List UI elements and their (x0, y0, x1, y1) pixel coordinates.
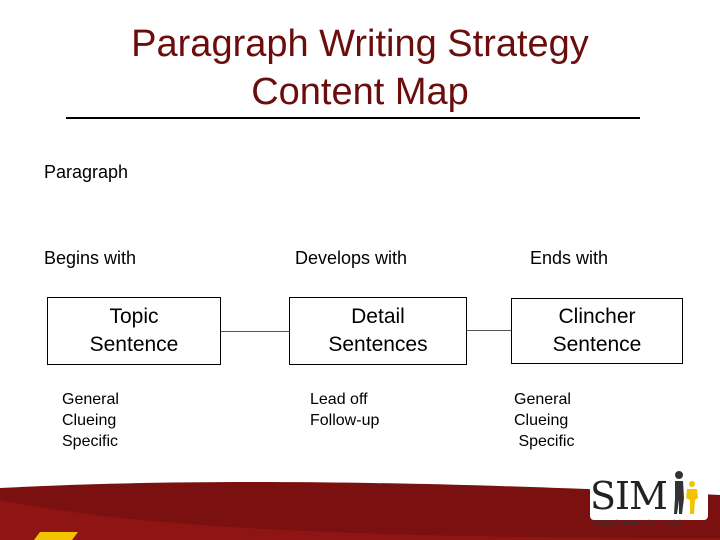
detail-item: General (62, 391, 119, 408)
title-line-2: Content Map (251, 71, 469, 113)
details-topic: General Clueing Specific (62, 389, 119, 452)
box-line: Clincher (558, 305, 636, 328)
logo-text: SIM (590, 474, 668, 518)
box-topic-sentence: Topic Sentence (47, 297, 221, 365)
box-clincher-sentence: Clincher Sentence (511, 298, 683, 364)
footer-band (0, 482, 720, 540)
root-label: Paragraph (44, 162, 129, 182)
detail-item: Clueing (514, 412, 569, 429)
box-detail-sentences: Detail Sentences (289, 297, 467, 365)
detail-item: Clueing (62, 412, 117, 429)
sim-logo: SIM Strategic Instruction Model (590, 462, 708, 540)
detail-item: Lead off (310, 391, 368, 408)
slide-title: Paragraph Writing Strategy Content Map (0, 20, 720, 116)
connector-line (221, 331, 289, 332)
box-line: Detail (351, 305, 405, 328)
details-detail: Lead off Follow-up (310, 389, 379, 431)
detail-item: Follow-up (310, 412, 380, 429)
title-underline (66, 117, 640, 119)
connector-line (467, 330, 511, 331)
detail-item: General (514, 391, 571, 408)
box-line: Sentence (89, 333, 179, 356)
detail-item: Specific (62, 433, 119, 450)
details-clincher: General Clueing Specific (514, 389, 574, 452)
box-line: Sentences (328, 333, 428, 356)
figures-icon (674, 471, 698, 514)
title-line-1: Paragraph Writing Strategy (131, 23, 589, 65)
logo-tagline: Strategic Instruction Model (592, 518, 681, 527)
box-line: Topic (109, 305, 159, 328)
box-line: Sentence (552, 333, 642, 356)
stage-label-begins: Begins with (44, 248, 137, 268)
stage-label-ends: Ends with (530, 248, 609, 268)
detail-item: Specific (514, 433, 575, 450)
stage-label-develops: Develops with (295, 248, 408, 268)
